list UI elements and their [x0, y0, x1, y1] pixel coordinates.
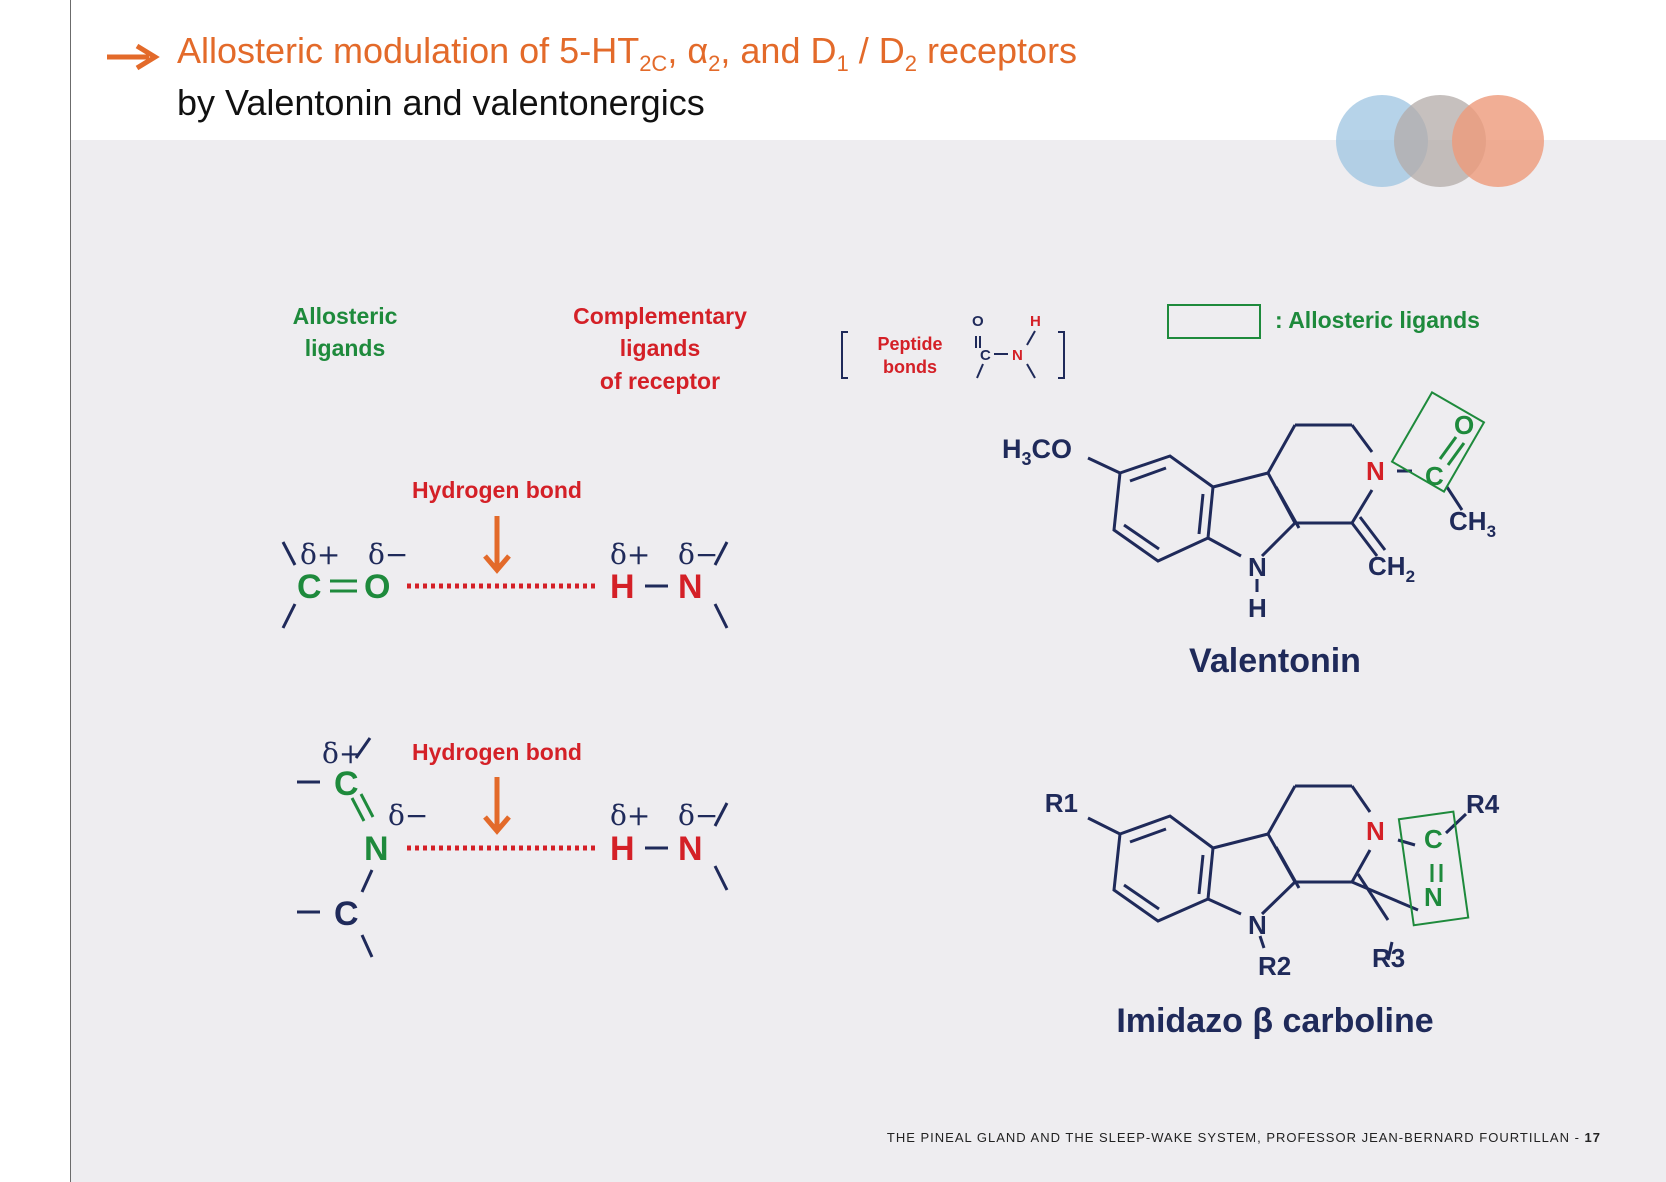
peptide-bonds-line1: Peptide: [877, 334, 942, 354]
valentonin-indole-h-atom: H: [1248, 593, 1267, 623]
hydrogen-bond-label-1: Hydrogen bond: [412, 477, 582, 503]
row2-c-delta-plus: δ+: [322, 737, 362, 770]
hbond-arrow-2-icon: [483, 777, 511, 835]
decorative-circles-logo: [1336, 95, 1544, 187]
row1-n-delta-minus: δ−: [678, 538, 718, 571]
legend-complementary-line2: ligands: [620, 335, 701, 361]
page-number: 17: [1584, 1130, 1601, 1145]
imidazo-r4-label: R4: [1466, 789, 1500, 819]
valentonin-o-atom: O: [1454, 410, 1474, 440]
imidazo-cn-triple: [1430, 864, 1443, 882]
title-arrow-icon: [107, 43, 160, 71]
valentonin-name: Valentonin: [1189, 642, 1361, 680]
row1-o-delta-minus: δ−: [368, 538, 408, 571]
imidazo-structure: [1087, 784, 1468, 961]
peptide-c-atom: C: [980, 347, 991, 364]
row2-c-atom: C: [334, 765, 359, 803]
row1-c-atom: C: [297, 568, 322, 606]
row1-h-atom: H: [610, 568, 635, 606]
footer: THE PINEAL GLAND AND THE SLEEP-WAKE SYST…: [887, 1130, 1601, 1145]
peptide-n-atom: N: [1012, 347, 1023, 364]
allosteric-box-swatch: [1167, 304, 1261, 339]
valentonin-ch2-label: CH2: [1368, 551, 1415, 586]
valentonin-indole-n-atom: N: [1248, 552, 1267, 582]
imidazo-n2-atom: N: [1424, 882, 1443, 912]
imidazo-allosteric-box: [1397, 810, 1470, 927]
imidazo-r1-label: R1: [1045, 788, 1078, 818]
row2-bonds: [297, 737, 729, 958]
row2-n-atom: N: [364, 830, 389, 868]
valentonin-n-atom: N: [1366, 456, 1385, 486]
imidazo-r3-label: R3: [1372, 943, 1405, 973]
legend-allosteric-line1: Allosteric: [293, 303, 398, 329]
row1-bonds: [281, 541, 729, 629]
left-border-rule: [70, 0, 71, 1182]
imidazo-name: Imidazo β carboline: [1116, 1002, 1433, 1040]
row2-h-atom: H: [610, 830, 635, 868]
imidazo-c-atom: C: [1424, 824, 1443, 854]
valentonin-ch3-label: CH3: [1449, 506, 1496, 541]
row2-n-delta-minus-right: δ−: [678, 799, 718, 832]
peptide-bonds-line2: bonds: [883, 357, 937, 377]
peptide-o-atom: O: [972, 313, 984, 330]
imidazo-r2-label: R2: [1258, 951, 1291, 981]
row2-n-delta-minus: δ−: [388, 799, 428, 832]
legend-complementary-line3: of receptor: [600, 368, 720, 394]
valentonin-h3co-label: H3CO: [1002, 434, 1072, 469]
valentonin-carbonyl: [1438, 436, 1466, 466]
valentonin-c-atom: C: [1425, 461, 1444, 491]
valentonin-allosteric-box: [1390, 390, 1486, 494]
legend-box-label: : Allosteric ligands: [1275, 307, 1480, 333]
row2-double-bond: [350, 793, 375, 822]
footer-text: THE PINEAL GLAND AND THE SLEEP-WAKE SYST…: [886, 1130, 1580, 1145]
row2-h-delta-plus: δ+: [610, 799, 650, 832]
hbond-arrow-1-icon: [483, 516, 511, 574]
row1-double-bond: [330, 579, 357, 593]
row1-o-atom: O: [364, 568, 390, 606]
page-title: Allosteric modulation of 5-HT2C, α2, and…: [177, 30, 1078, 76]
peptide-h-atom: H: [1030, 313, 1041, 330]
imidazo-n-atom: N: [1366, 816, 1385, 846]
hydrogen-bond-label-2: Hydrogen bond: [412, 739, 582, 765]
imidazo-indole-n-atom: N: [1248, 910, 1267, 940]
row1-h-delta-plus: δ+: [610, 538, 650, 571]
page-subtitle: by Valentonin and valentonergics: [177, 82, 705, 123]
peptide-bond-legend: [841, 330, 1065, 379]
row1-n-atom: N: [678, 568, 703, 606]
content-panel: [71, 140, 1666, 1182]
valentonin-structure: [1087, 423, 1464, 592]
row1-c-delta-plus: δ+: [300, 538, 340, 571]
row2-lower-c-atom: C: [334, 895, 359, 933]
legend-allosteric-line2: ligands: [305, 335, 386, 361]
row2-n-right-atom: N: [678, 830, 703, 868]
legend-complementary-line1: Complementary: [573, 303, 747, 329]
